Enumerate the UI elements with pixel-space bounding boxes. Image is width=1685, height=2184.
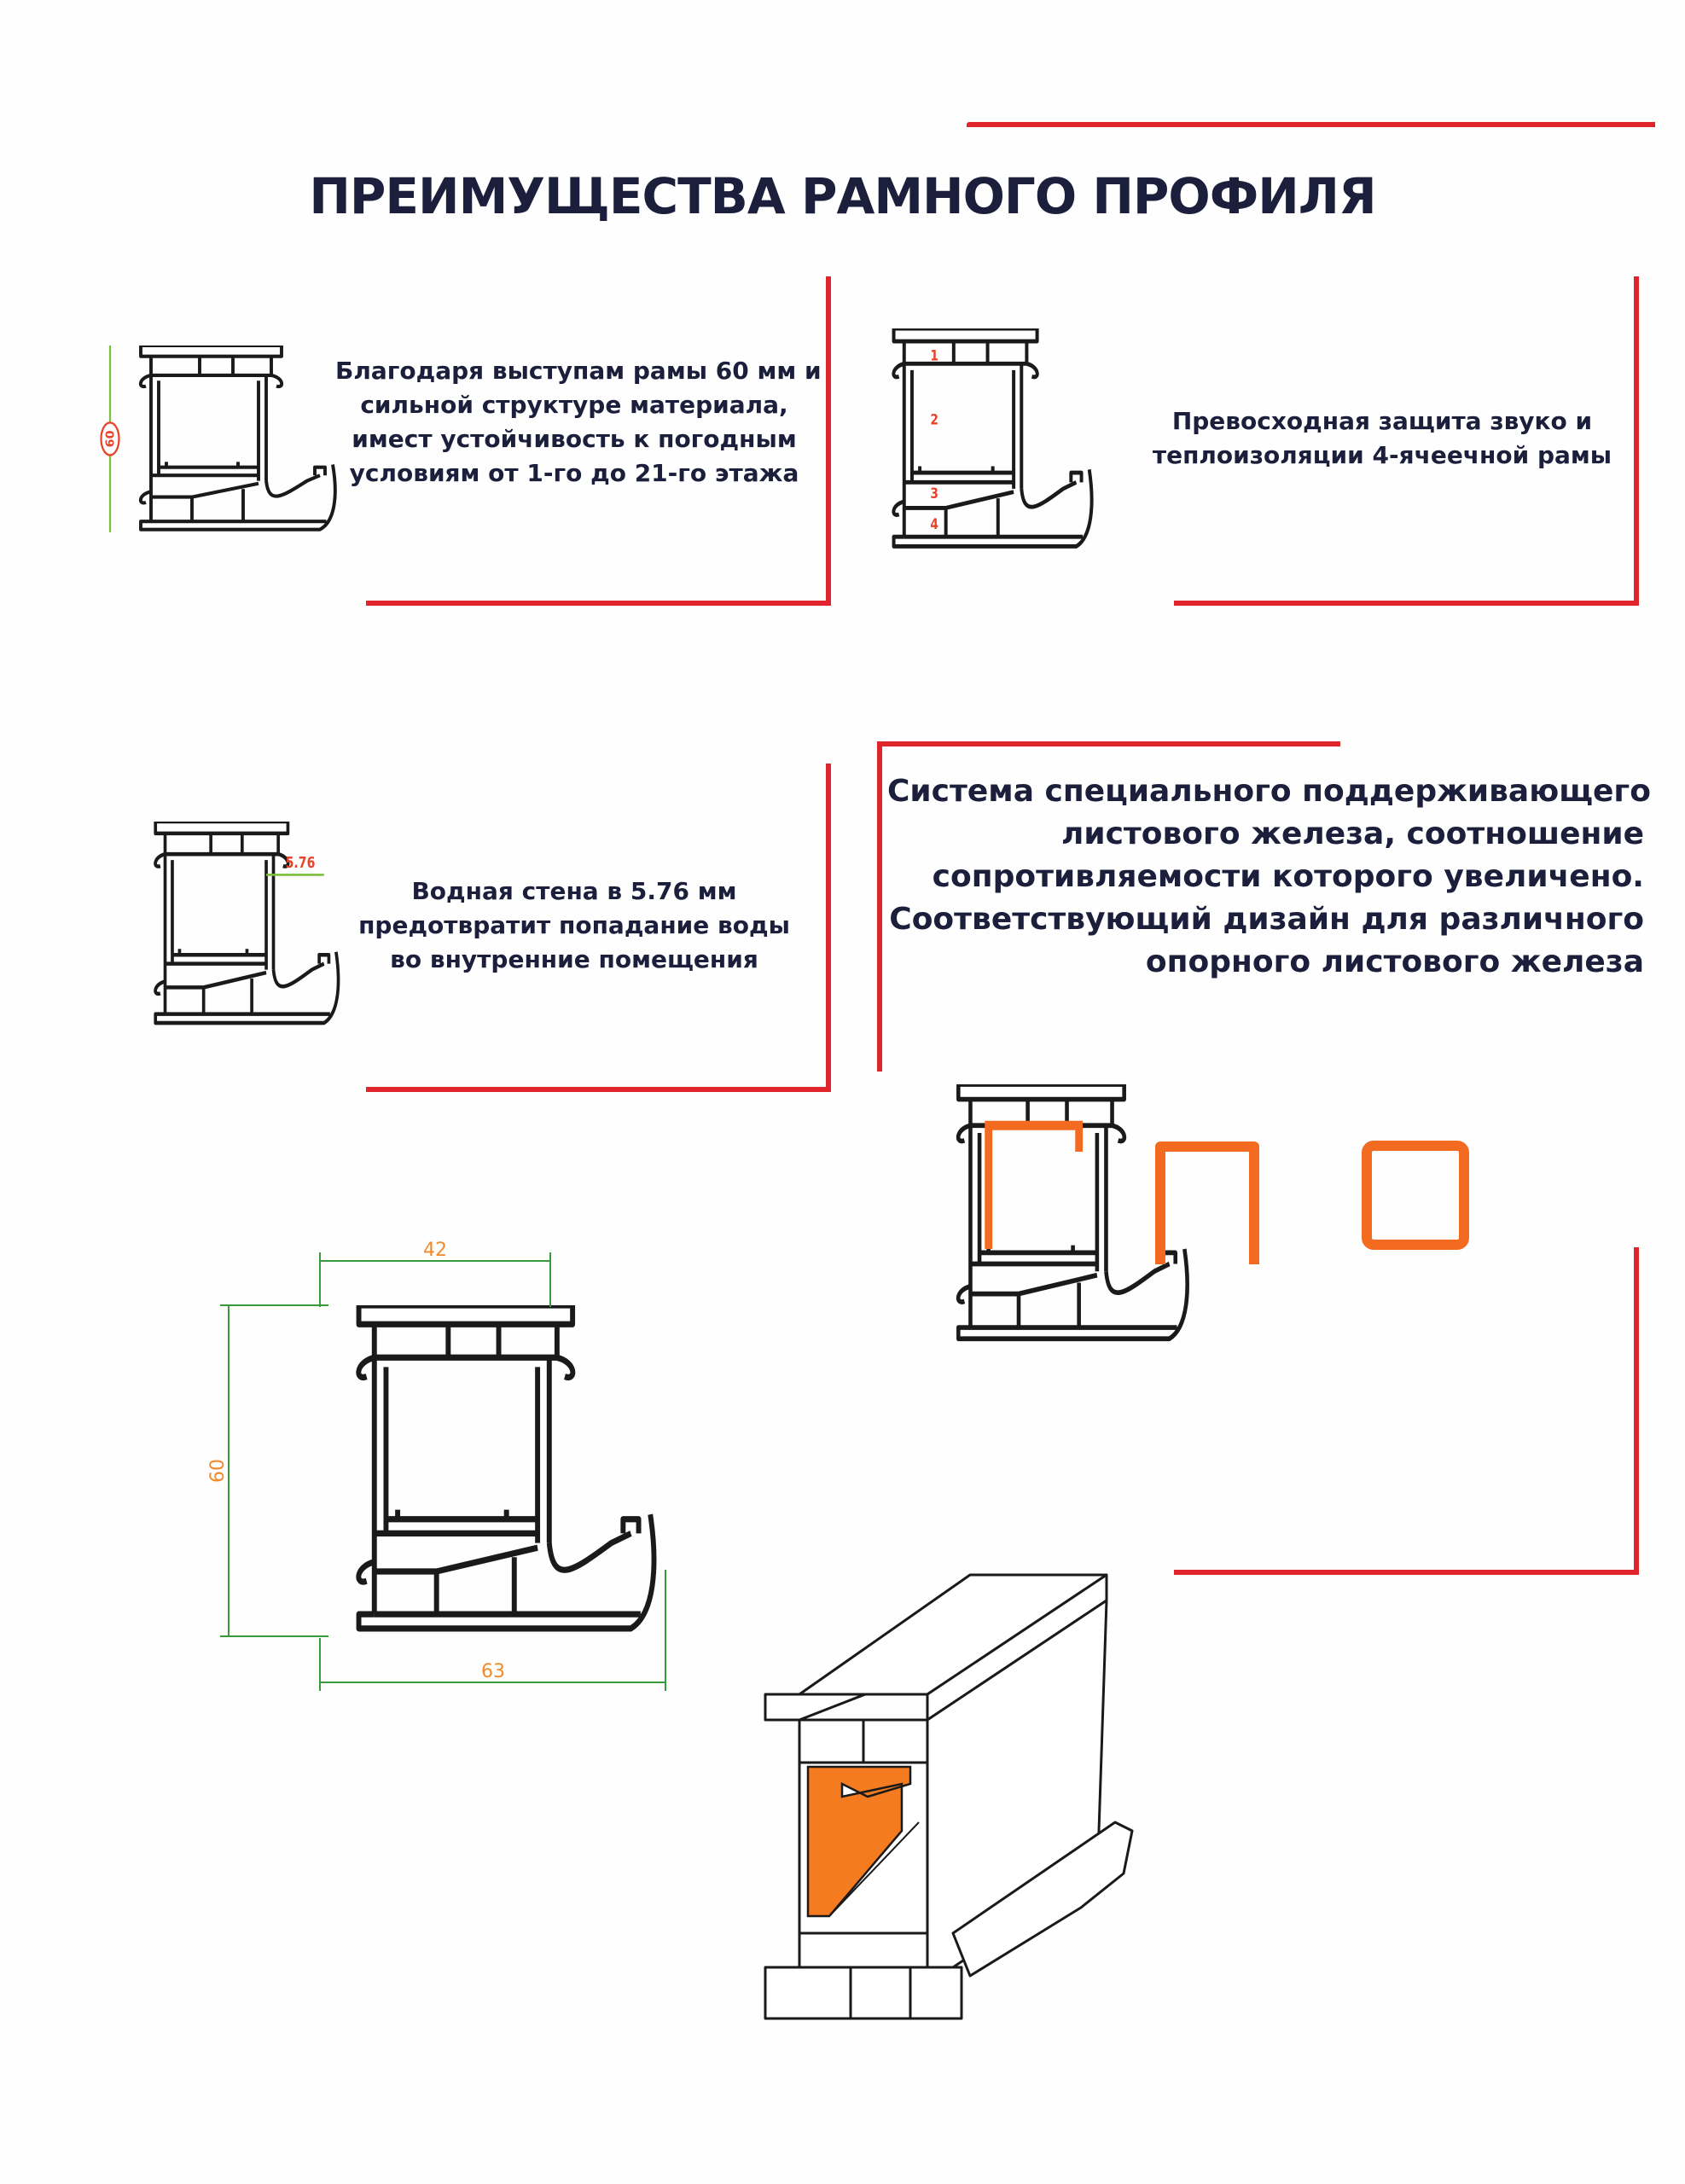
four-chamber-profile-icon: 1 2 3 4 [868,328,1102,553]
svg-text:60: 60 [207,1459,229,1483]
u-profile-steel-icon [1155,1141,1259,1264]
page-title: ПРЕИМУЩЕСТВА РАМНОГО ПРОФИЛЯ [309,167,1376,225]
svg-text:2: 2 [930,411,938,428]
water-wall-profile-icon: 5.76 [131,822,348,1029]
steel-reinforced-profile-icon [928,1084,1200,1346]
top-accent-line [967,122,1655,127]
svg-text:4: 4 [930,515,938,532]
dimensioned-profile-drawing: 42 60 63 [207,1240,666,1691]
profile-3d-cutaway [764,1573,1134,2020]
svg-text:3: 3 [930,485,938,502]
svg-text:5.76: 5.76 [286,853,316,871]
frame-profile-height-icon: 60 [100,346,346,532]
svg-text:60: 60 [104,430,118,447]
svg-text:42: 42 [423,1240,447,1261]
svg-text:1: 1 [930,347,938,364]
svg-text:63: 63 [481,1661,505,1682]
square-profile-steel-icon [1362,1141,1469,1250]
